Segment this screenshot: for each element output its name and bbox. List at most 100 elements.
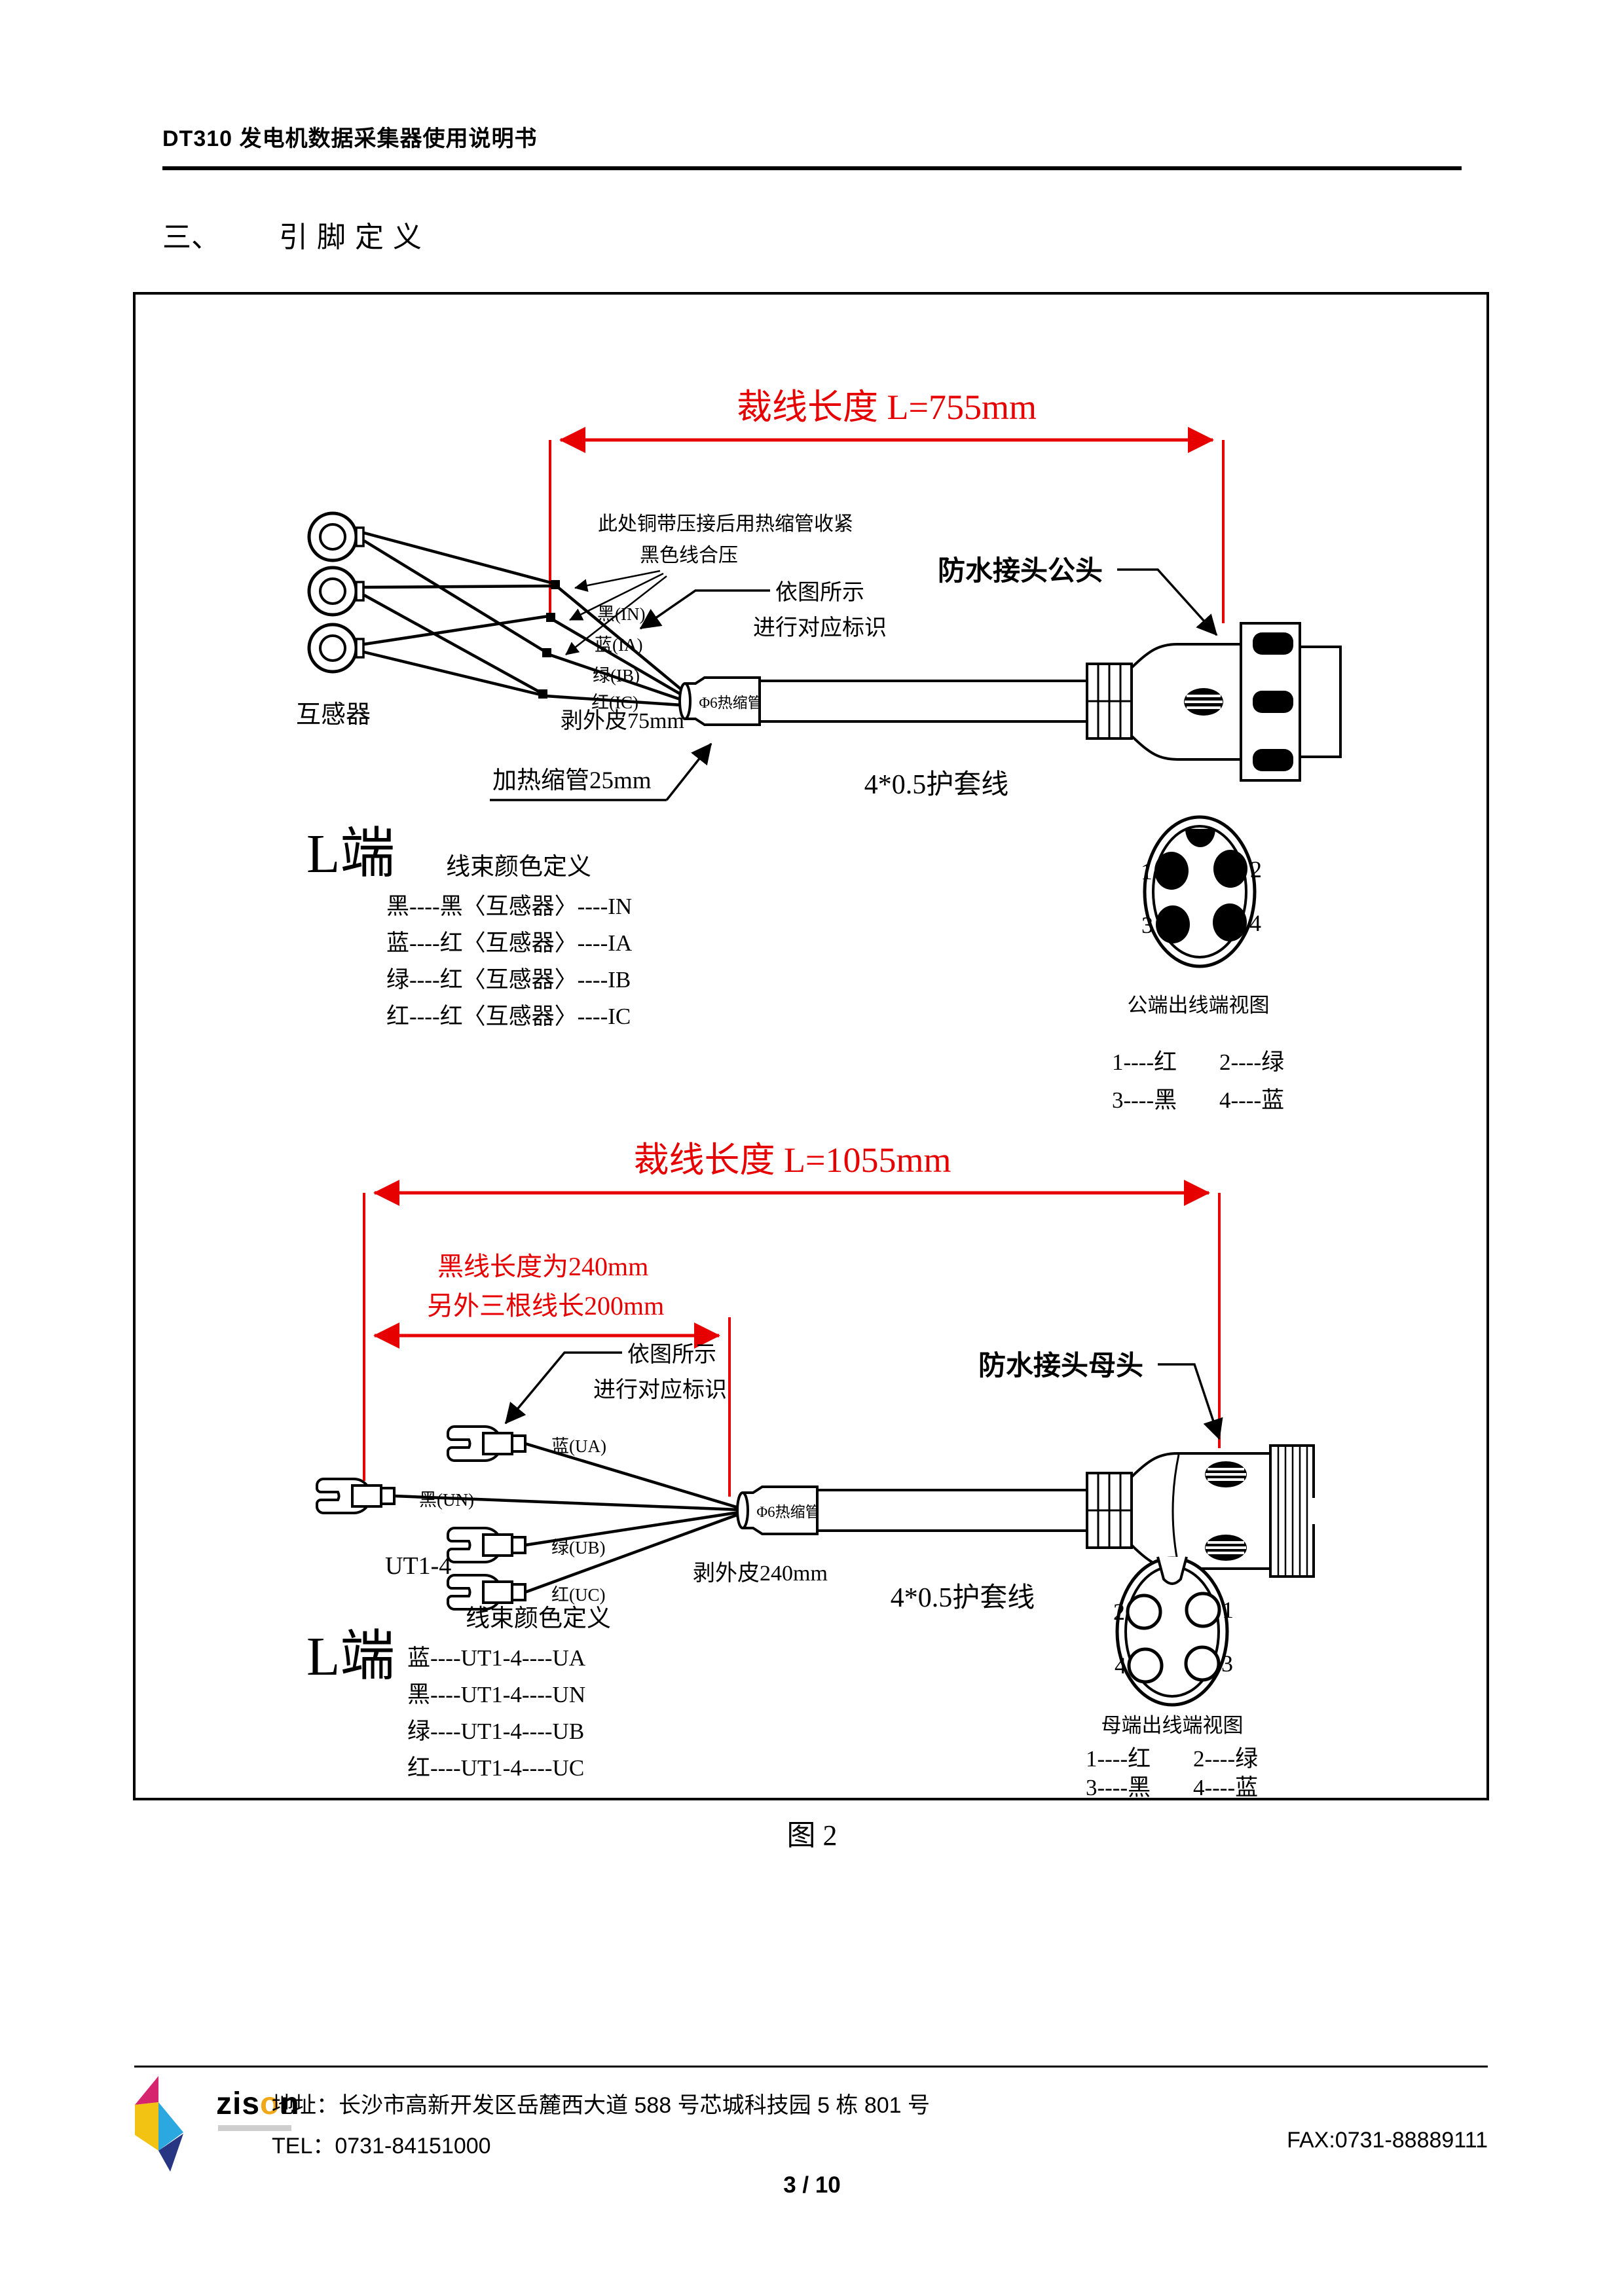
color-definition-male: 线束颜色定义 黑----黑〈互感器〉----IN 蓝----红〈互感器〉----…	[386, 853, 633, 1029]
svg-text:4----蓝: 4----蓝	[1219, 1087, 1284, 1113]
key-notch	[1185, 829, 1215, 847]
sleeve-label-b: Φ6热缩管	[756, 1504, 820, 1520]
sleeve-opening-b	[736, 1491, 749, 1529]
svg-text:蓝(UA): 蓝(UA)	[551, 1436, 606, 1456]
figure-caption: 图 2	[787, 1819, 838, 1851]
svg-text:绿(UB): 绿(UB)	[551, 1538, 606, 1558]
header-rule	[162, 166, 1462, 170]
female-connector	[1086, 1444, 1317, 1578]
section-number: 三、	[162, 221, 220, 253]
mark-note-leader-b	[504, 1351, 622, 1425]
svg-text:黑(UN): 黑(UN)	[419, 1490, 474, 1510]
svg-text:线束颜色定义: 线束颜色定义	[466, 1605, 611, 1632]
male-connector-leader	[1117, 568, 1218, 636]
page-header-title: DT310 发电机数据采集器使用说明书	[162, 126, 538, 151]
cable-type-label-b: 4*0.5护套线	[891, 1583, 1035, 1613]
figure-border	[133, 292, 1489, 1800]
svg-text:2----绿: 2----绿	[1219, 1049, 1284, 1075]
zison-logo-icon	[135, 2076, 183, 2172]
fork-terminal	[447, 1527, 526, 1563]
color-definition-female: 线束颜色定义 蓝----UT1-4----UA 黑----UT1-4----UN…	[407, 1605, 611, 1781]
svg-text:蓝----UT1-4----UA: 蓝----UT1-4----UA	[407, 1645, 586, 1671]
svg-text:蓝----红〈互感器〉----IA: 蓝----红〈互感器〉----IA	[386, 930, 633, 956]
mark-note-line2: 进行对应标识	[753, 615, 887, 640]
cut-length-label-female: 裁线长度 L=1055mm	[634, 1140, 951, 1180]
logo-tagline	[218, 2125, 291, 2131]
mark-note-line1-b: 依图所示	[627, 1342, 716, 1367]
fork-terminal	[316, 1478, 396, 1514]
mark-note-line2-b: 进行对应标识	[593, 1377, 727, 1402]
transformer-label: 互感器	[296, 701, 371, 729]
female-pin-view-caption: 母端出线端视图	[1101, 1714, 1244, 1737]
svg-text:黑----黑〈互感器〉----IN: 黑----黑〈互感器〉----IN	[386, 894, 632, 919]
svg-text:3----黑: 3----黑	[1112, 1087, 1177, 1113]
section-title: 三、 引脚定义	[162, 213, 431, 255]
svg-text:4: 4	[1249, 910, 1261, 936]
wire-color-labels: 黑(IN) 蓝(IA) 绿(IB) 红(IC)	[591, 604, 645, 712]
page-number: 3 / 10	[783, 2172, 841, 2198]
svg-text:2: 2	[1250, 856, 1262, 883]
svg-text:红(IC): 红(IC)	[591, 693, 638, 712]
crimp-note-line1: 此处铜带压接后用热缩管收紧	[598, 513, 853, 535]
crimp-note-line2: 黑色线合压	[640, 545, 738, 566]
svg-text:1----红: 1----红	[1086, 1746, 1151, 1772]
svg-text:2----绿: 2----绿	[1193, 1746, 1258, 1772]
l-end-label-b: L端	[306, 1626, 395, 1687]
heat-sleeve-note: 加热缩管25mm	[492, 767, 652, 794]
svg-text:3: 3	[1221, 1650, 1233, 1677]
svg-text:4----蓝: 4----蓝	[1193, 1775, 1258, 1800]
svg-text:绿----红〈互感器〉----IB: 绿----红〈互感器〉----IB	[386, 967, 631, 993]
svg-text:红(UC): 红(UC)	[551, 1585, 606, 1605]
svg-text:3----黑: 3----黑	[1086, 1775, 1151, 1800]
male-connector	[1086, 622, 1342, 782]
svg-text:红----红〈互感器〉----IC: 红----红〈互感器〉----IC	[386, 1004, 631, 1029]
cable-sheath	[758, 680, 1088, 723]
heat-sleeve-leader	[665, 742, 712, 801]
current-transformers	[307, 511, 365, 674]
cable-sheath-b	[816, 1489, 1088, 1532]
svg-text:1----红: 1----红	[1112, 1049, 1177, 1075]
fork-terminal	[447, 1425, 526, 1462]
footer-address: 地址：长沙市高新开发区岳麓西大道 588 号芯城科技园 5 栋 801 号	[272, 2093, 931, 2118]
male-connector-label: 防水接头公头	[938, 556, 1103, 587]
footer-tel: TEL：0731-84151000	[272, 2134, 491, 2159]
female-pin-view: 2 1 4 3 母端出线端视图 1----红 2----绿 3----黑 4--…	[1086, 1556, 1258, 1800]
male-cable-drawing: 裁线长度 L=755mm 此处铜带压接后用热缩管收紧 黑色线合压 互感器	[296, 388, 1342, 1113]
sleeve-opening	[678, 682, 692, 720]
svg-text:绿(IB): 绿(IB)	[593, 666, 640, 685]
crimp-note-pointers	[565, 570, 667, 655]
cable-type-label: 4*0.5护套线	[864, 770, 1009, 800]
zison-logo-text: zison	[216, 2086, 300, 2121]
coupler-gap	[1309, 1498, 1317, 1524]
harness-fan-wires	[545, 586, 693, 708]
l-end-label: L端	[306, 824, 395, 884]
cut-length-label-male: 裁线长度 L=755mm	[737, 388, 1037, 427]
svg-text:1: 1	[1222, 1597, 1234, 1623]
mark-note-line1: 依图所示	[775, 580, 864, 605]
sleeve-label: Φ6热缩管	[699, 695, 762, 711]
terminal-type-label: UT1-4	[385, 1552, 451, 1580]
male-pin-view: 1 2 3 4 公端出线端视图 1----红 2----绿 3----黑 4--…	[1112, 815, 1284, 1113]
female-connector-leader	[1158, 1363, 1223, 1440]
key-notch-b	[1156, 1556, 1188, 1585]
section-title-text: 引脚定义	[279, 221, 431, 253]
footer-fax: FAX:0731-88889111	[1287, 2128, 1488, 2153]
wire-color-labels-b: 蓝(UA) 黑(UN) 绿(UB) 红(UC)	[419, 1436, 606, 1605]
strip-length-label-b: 剥外皮240mm	[693, 1561, 828, 1586]
terminal-wires	[394, 1442, 739, 1594]
svg-text:绿----UT1-4----UB: 绿----UT1-4----UB	[407, 1719, 584, 1744]
svg-text:3: 3	[1141, 912, 1153, 938]
svg-text:黑(IN): 黑(IN)	[597, 604, 645, 624]
strip-length-label: 剥外皮75mm	[561, 708, 684, 733]
footer-rule	[134, 2066, 1488, 2068]
svg-text:线束颜色定义: 线束颜色定义	[446, 853, 591, 881]
svg-text:4: 4	[1115, 1652, 1126, 1679]
svg-text:蓝(IA): 蓝(IA)	[595, 635, 642, 655]
fork-terminal	[447, 1574, 526, 1611]
svg-text:红----UT1-4----UC: 红----UT1-4----UC	[407, 1755, 584, 1781]
svg-text:1: 1	[1141, 858, 1153, 884]
male-pin-view-caption: 公端出线端视图	[1128, 994, 1270, 1017]
svg-text:黑----UT1-4----UN: 黑----UT1-4----UN	[407, 1682, 585, 1707]
